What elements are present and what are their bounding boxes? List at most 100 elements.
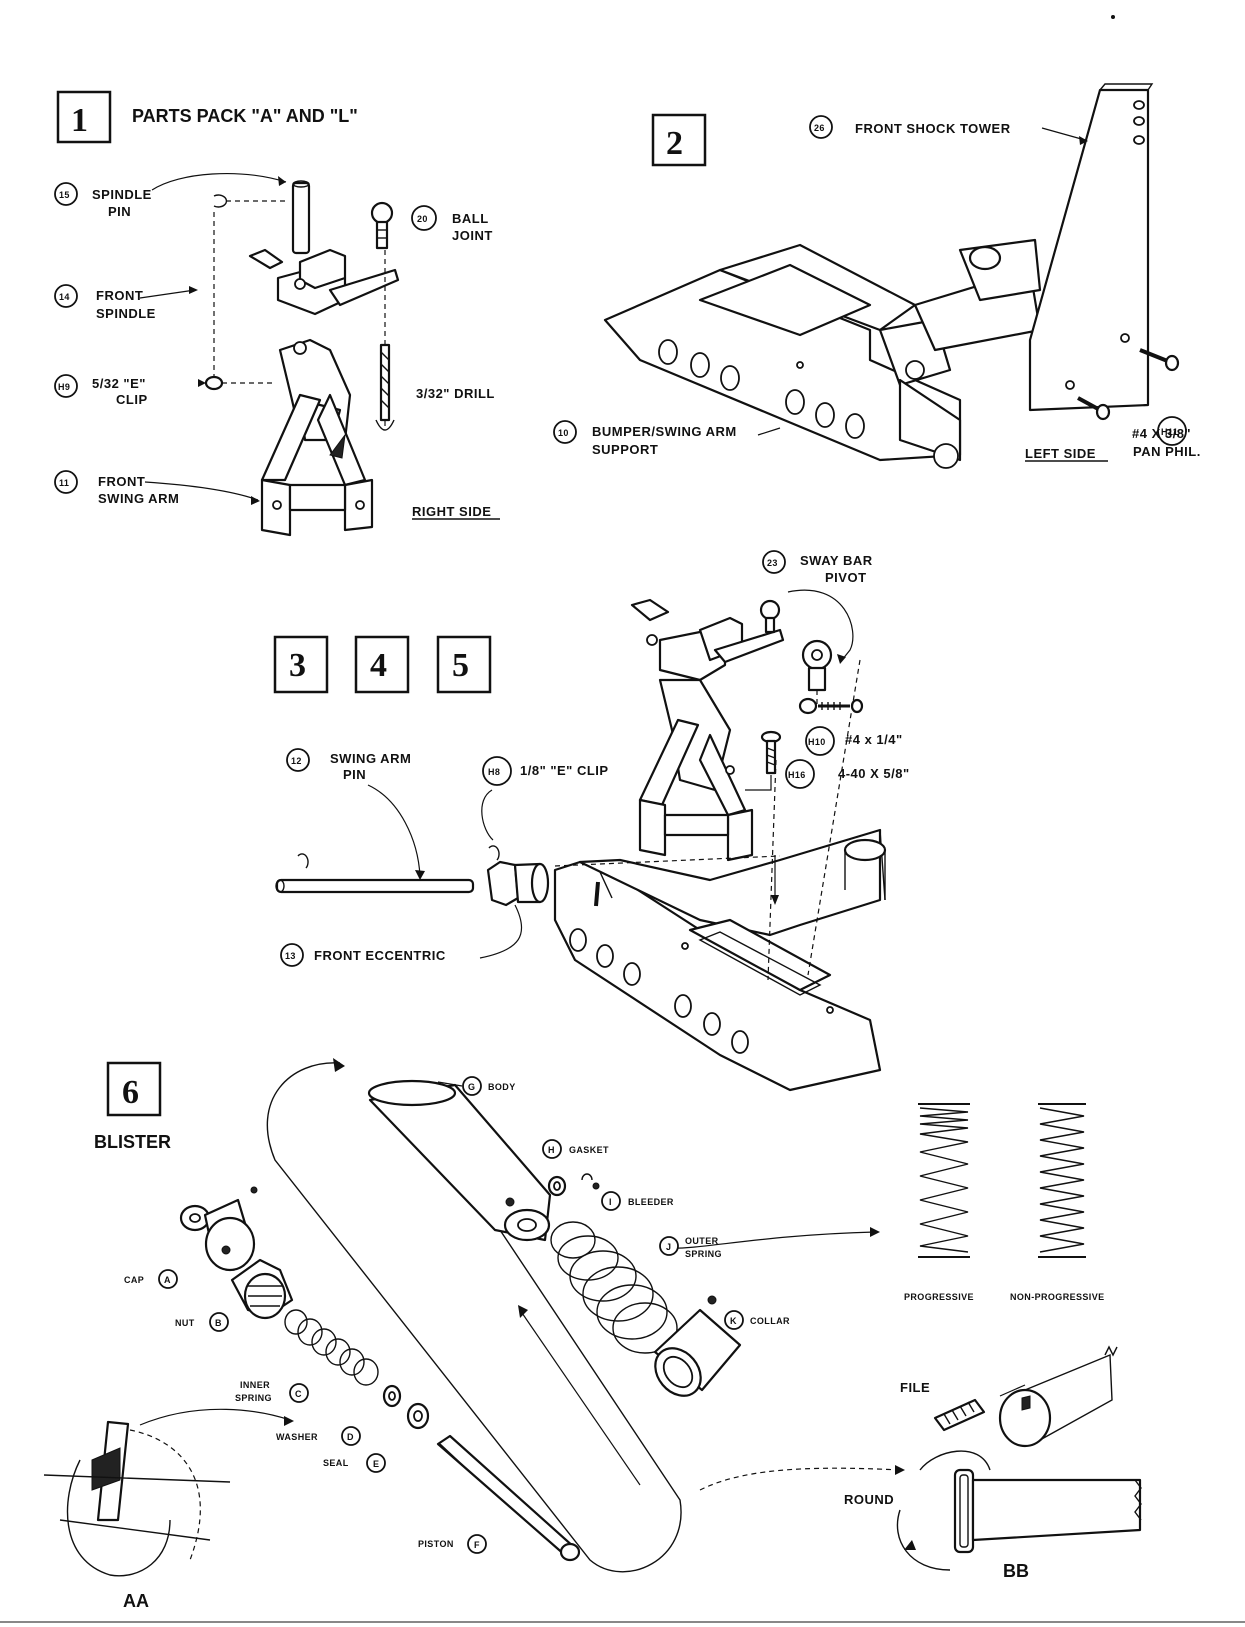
piston-part	[436, 1434, 581, 1562]
section-6-shock-assembly: 6 BLISTER	[43, 1058, 1142, 1611]
label-front-eccentric: FRONT ECCENTRIC	[314, 948, 446, 963]
callout-g: G	[468, 1082, 475, 1092]
label-inner-spring-1: INNER	[240, 1380, 270, 1390]
label-right-side: RIGHT SIDE	[412, 504, 491, 519]
label-drill: 3/32" DRILL	[416, 386, 495, 401]
spindle-swing-arm-assembly	[630, 598, 785, 862]
label-e-clip-2: CLIP	[116, 392, 148, 407]
callout-i: I	[609, 1197, 612, 1207]
label-non-progressive: NON-PROGRESSIVE	[1010, 1292, 1105, 1302]
shock-body-part	[367, 1079, 552, 1242]
step-3-number: 3	[289, 647, 306, 684]
label-sway-bar-2: PIVOT	[825, 570, 867, 585]
label-collar: COLLAR	[750, 1316, 790, 1326]
callout-k: K	[730, 1316, 737, 1326]
bumper-support-lower-part	[553, 828, 887, 1092]
spindle-pin-part	[291, 180, 311, 255]
speck-mark	[1111, 15, 1115, 19]
swing-arm-pin-part	[275, 853, 475, 894]
step-1-box	[56, 90, 112, 144]
label-screw-2: PAN PHIL.	[1133, 444, 1201, 459]
callout-15: 15	[59, 190, 70, 200]
label-left-side: LEFT SIDE	[1025, 446, 1096, 461]
callout-a: A	[164, 1275, 171, 1285]
step-5-box	[436, 635, 492, 694]
label-h16-spec: 4-40 X 5/8"	[838, 766, 910, 781]
step-2-box	[651, 113, 707, 167]
label-inner-spring-2: SPRING	[235, 1393, 272, 1403]
ball-joint-part	[370, 201, 394, 250]
callout-b: B	[215, 1318, 222, 1328]
pan-phil-screw-upper	[1139, 348, 1180, 372]
section-1-title: PARTS PACK "A" AND "L"	[132, 106, 358, 126]
spindle-e-clip-part	[213, 194, 228, 208]
label-detail-bb: BB	[1003, 1561, 1029, 1581]
file-tool	[933, 1398, 986, 1432]
label-bumper-2: SUPPORT	[592, 442, 658, 457]
collar-part	[653, 1295, 742, 1397]
front-eccentric-part	[486, 860, 550, 907]
label-gasket: GASKET	[569, 1145, 609, 1155]
callout-h9: H9	[58, 382, 70, 392]
nut-part	[230, 1258, 294, 1320]
bleeder-part	[581, 1173, 593, 1181]
e-clip-h9-part	[204, 375, 275, 391]
label-cap: CAP	[124, 1275, 144, 1285]
drill-bit-part	[375, 343, 395, 431]
label-h8-spec: 1/8" "E" CLIP	[520, 763, 609, 778]
step-4-box	[354, 635, 410, 694]
front-shock-tower-part	[1028, 83, 1154, 412]
inner-spring-part	[284, 1309, 379, 1386]
outer-spring-part	[550, 1221, 678, 1354]
label-ball-joint-1: BALL	[452, 211, 489, 226]
step-6-number: 6	[122, 1074, 139, 1111]
label-file: FILE	[900, 1380, 930, 1395]
callout-11: 11	[59, 478, 69, 488]
pan-phil-screw-lower	[1077, 396, 1111, 421]
step-5-number: 5	[452, 647, 469, 684]
screw-h16-part	[760, 730, 782, 775]
label-outer-spring-1: OUTER	[685, 1236, 719, 1246]
callout-c: C	[295, 1389, 302, 1399]
step-4-number: 4	[370, 647, 387, 684]
label-body: BODY	[488, 1082, 516, 1092]
callout-j: J	[666, 1242, 671, 1252]
step-1-number: 1	[71, 102, 88, 139]
front-spindle-part	[248, 248, 400, 316]
callout-26: 26	[814, 123, 825, 133]
label-outer-spring-2: SPRING	[685, 1249, 722, 1259]
non-progressive-spring-illustration	[1038, 1103, 1086, 1258]
section-345-swing-arm-install: 3 4 5	[273, 550, 910, 1092]
label-h10-spec: #4 x 1/4"	[845, 732, 903, 747]
callout-h10: H10	[808, 737, 826, 747]
callout-h11: H11	[1161, 427, 1178, 437]
label-front-shock-tower: FRONT SHOCK TOWER	[855, 121, 1011, 136]
callout-10: 10	[558, 428, 569, 438]
sway-bar-pivot-part	[798, 639, 864, 715]
label-bumper-1: BUMPER/SWING ARM	[592, 424, 737, 439]
cap-part	[179, 1186, 258, 1272]
callout-23: 23	[767, 558, 778, 568]
label-sway-bar-1: SWAY BAR	[800, 553, 873, 568]
label-front-spindle-2: SPINDLE	[96, 306, 156, 321]
label-swing-arm-2: SWING ARM	[98, 491, 179, 506]
label-swing-arm-1: FRONT	[98, 474, 145, 489]
blister-outline	[266, 1062, 682, 1573]
label-front-spindle-1: FRONT	[96, 288, 143, 303]
label-bleeder: BLEEDER	[628, 1197, 674, 1207]
section-1-front-spindle-assembly: 1 PARTS PACK "A" AND "L"	[54, 90, 500, 537]
callout-h: H	[548, 1145, 555, 1155]
detail-aa	[43, 1408, 294, 1577]
label-piston: PISTON	[418, 1539, 454, 1549]
label-seal: SEAL	[323, 1458, 349, 1468]
step-3-box	[273, 635, 329, 694]
label-washer: WASHER	[276, 1432, 318, 1442]
callout-e: E	[373, 1459, 379, 1469]
label-swing-arm-pin-1: SWING ARM	[330, 751, 411, 766]
callout-14: 14	[59, 292, 70, 302]
label-e-clip-1: 5/32 "E"	[92, 376, 146, 391]
label-screw-1: #4 X 3/8"	[1132, 426, 1191, 441]
callout-h16: H16	[788, 770, 806, 780]
callout-13: 13	[285, 951, 296, 961]
